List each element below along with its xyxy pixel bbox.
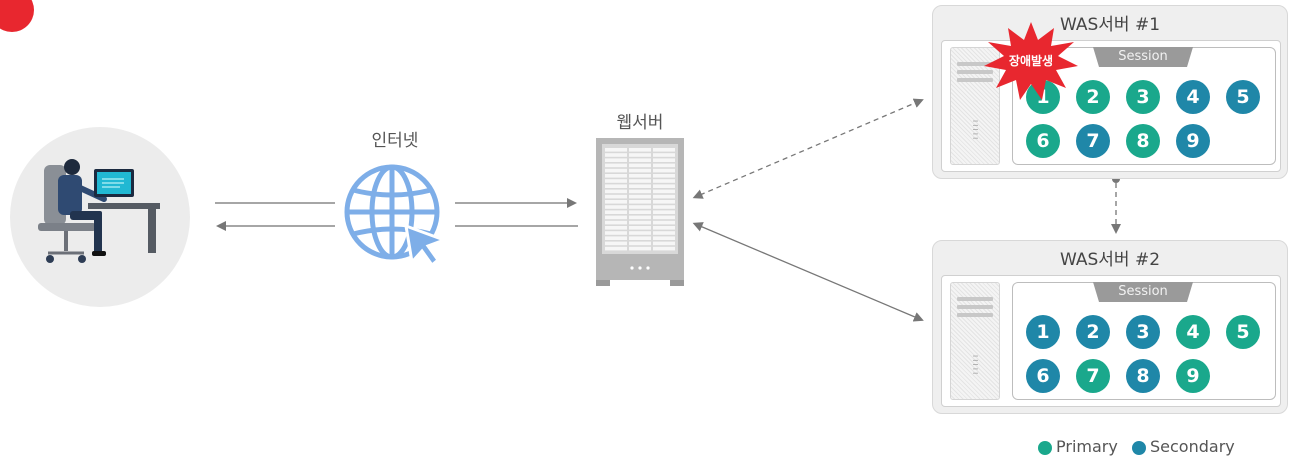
session-bubble-1: 1 bbox=[1026, 315, 1060, 349]
legend-secondary-dot bbox=[1132, 441, 1146, 455]
failure-label: 장애발생 bbox=[1008, 54, 1054, 68]
webserver-was1-dashed-arrow bbox=[692, 98, 924, 199]
session-tab: Session bbox=[1093, 282, 1193, 302]
session-bubble-6: 6 bbox=[1026, 359, 1060, 393]
internet-label: 인터넷 bbox=[371, 131, 419, 151]
server-tower-icon: I I I I I bbox=[950, 282, 1000, 400]
session-tab: Session bbox=[1093, 47, 1193, 67]
session-bubble-6: 6 bbox=[1026, 124, 1060, 158]
alert-burst-icon: 장애발생 bbox=[984, 22, 1078, 100]
legend-primary-label: Primary bbox=[1056, 437, 1118, 456]
webserver-label: 웹서버 bbox=[616, 113, 664, 133]
session-bubble-9: 9 bbox=[1176, 124, 1210, 158]
session-bubble-2: 2 bbox=[1076, 315, 1110, 349]
globe-cursor-icon bbox=[344, 164, 449, 268]
session-bubble-8: 8 bbox=[1126, 124, 1160, 158]
session-bubble-3: 3 bbox=[1126, 315, 1160, 349]
session-bubble-4: 4 bbox=[1176, 315, 1210, 349]
session-bubble-7: 7 bbox=[1076, 124, 1110, 158]
session-bubble-5: 5 bbox=[1226, 80, 1260, 114]
session-bubble-5: 5 bbox=[1226, 315, 1260, 349]
legend-secondary-label: Secondary bbox=[1150, 437, 1235, 456]
session-bubble-4: 4 bbox=[1176, 80, 1210, 114]
session-bubble-8: 8 bbox=[1126, 359, 1160, 393]
webserver-was2-arrow bbox=[692, 222, 924, 322]
session-bubble-3: 3 bbox=[1126, 80, 1160, 114]
user-at-desk-icon bbox=[10, 127, 190, 307]
session-bubble-7: 7 bbox=[1076, 359, 1110, 393]
session-bubble-2: 2 bbox=[1076, 80, 1110, 114]
web-server-rack-icon bbox=[596, 138, 684, 286]
was-server-2-title: WAS서버 #2 bbox=[1059, 250, 1161, 270]
session-bubble-9: 9 bbox=[1176, 359, 1210, 393]
legend-primary-dot bbox=[1038, 441, 1052, 455]
was-server-1-title: WAS서버 #1 bbox=[1059, 15, 1161, 35]
